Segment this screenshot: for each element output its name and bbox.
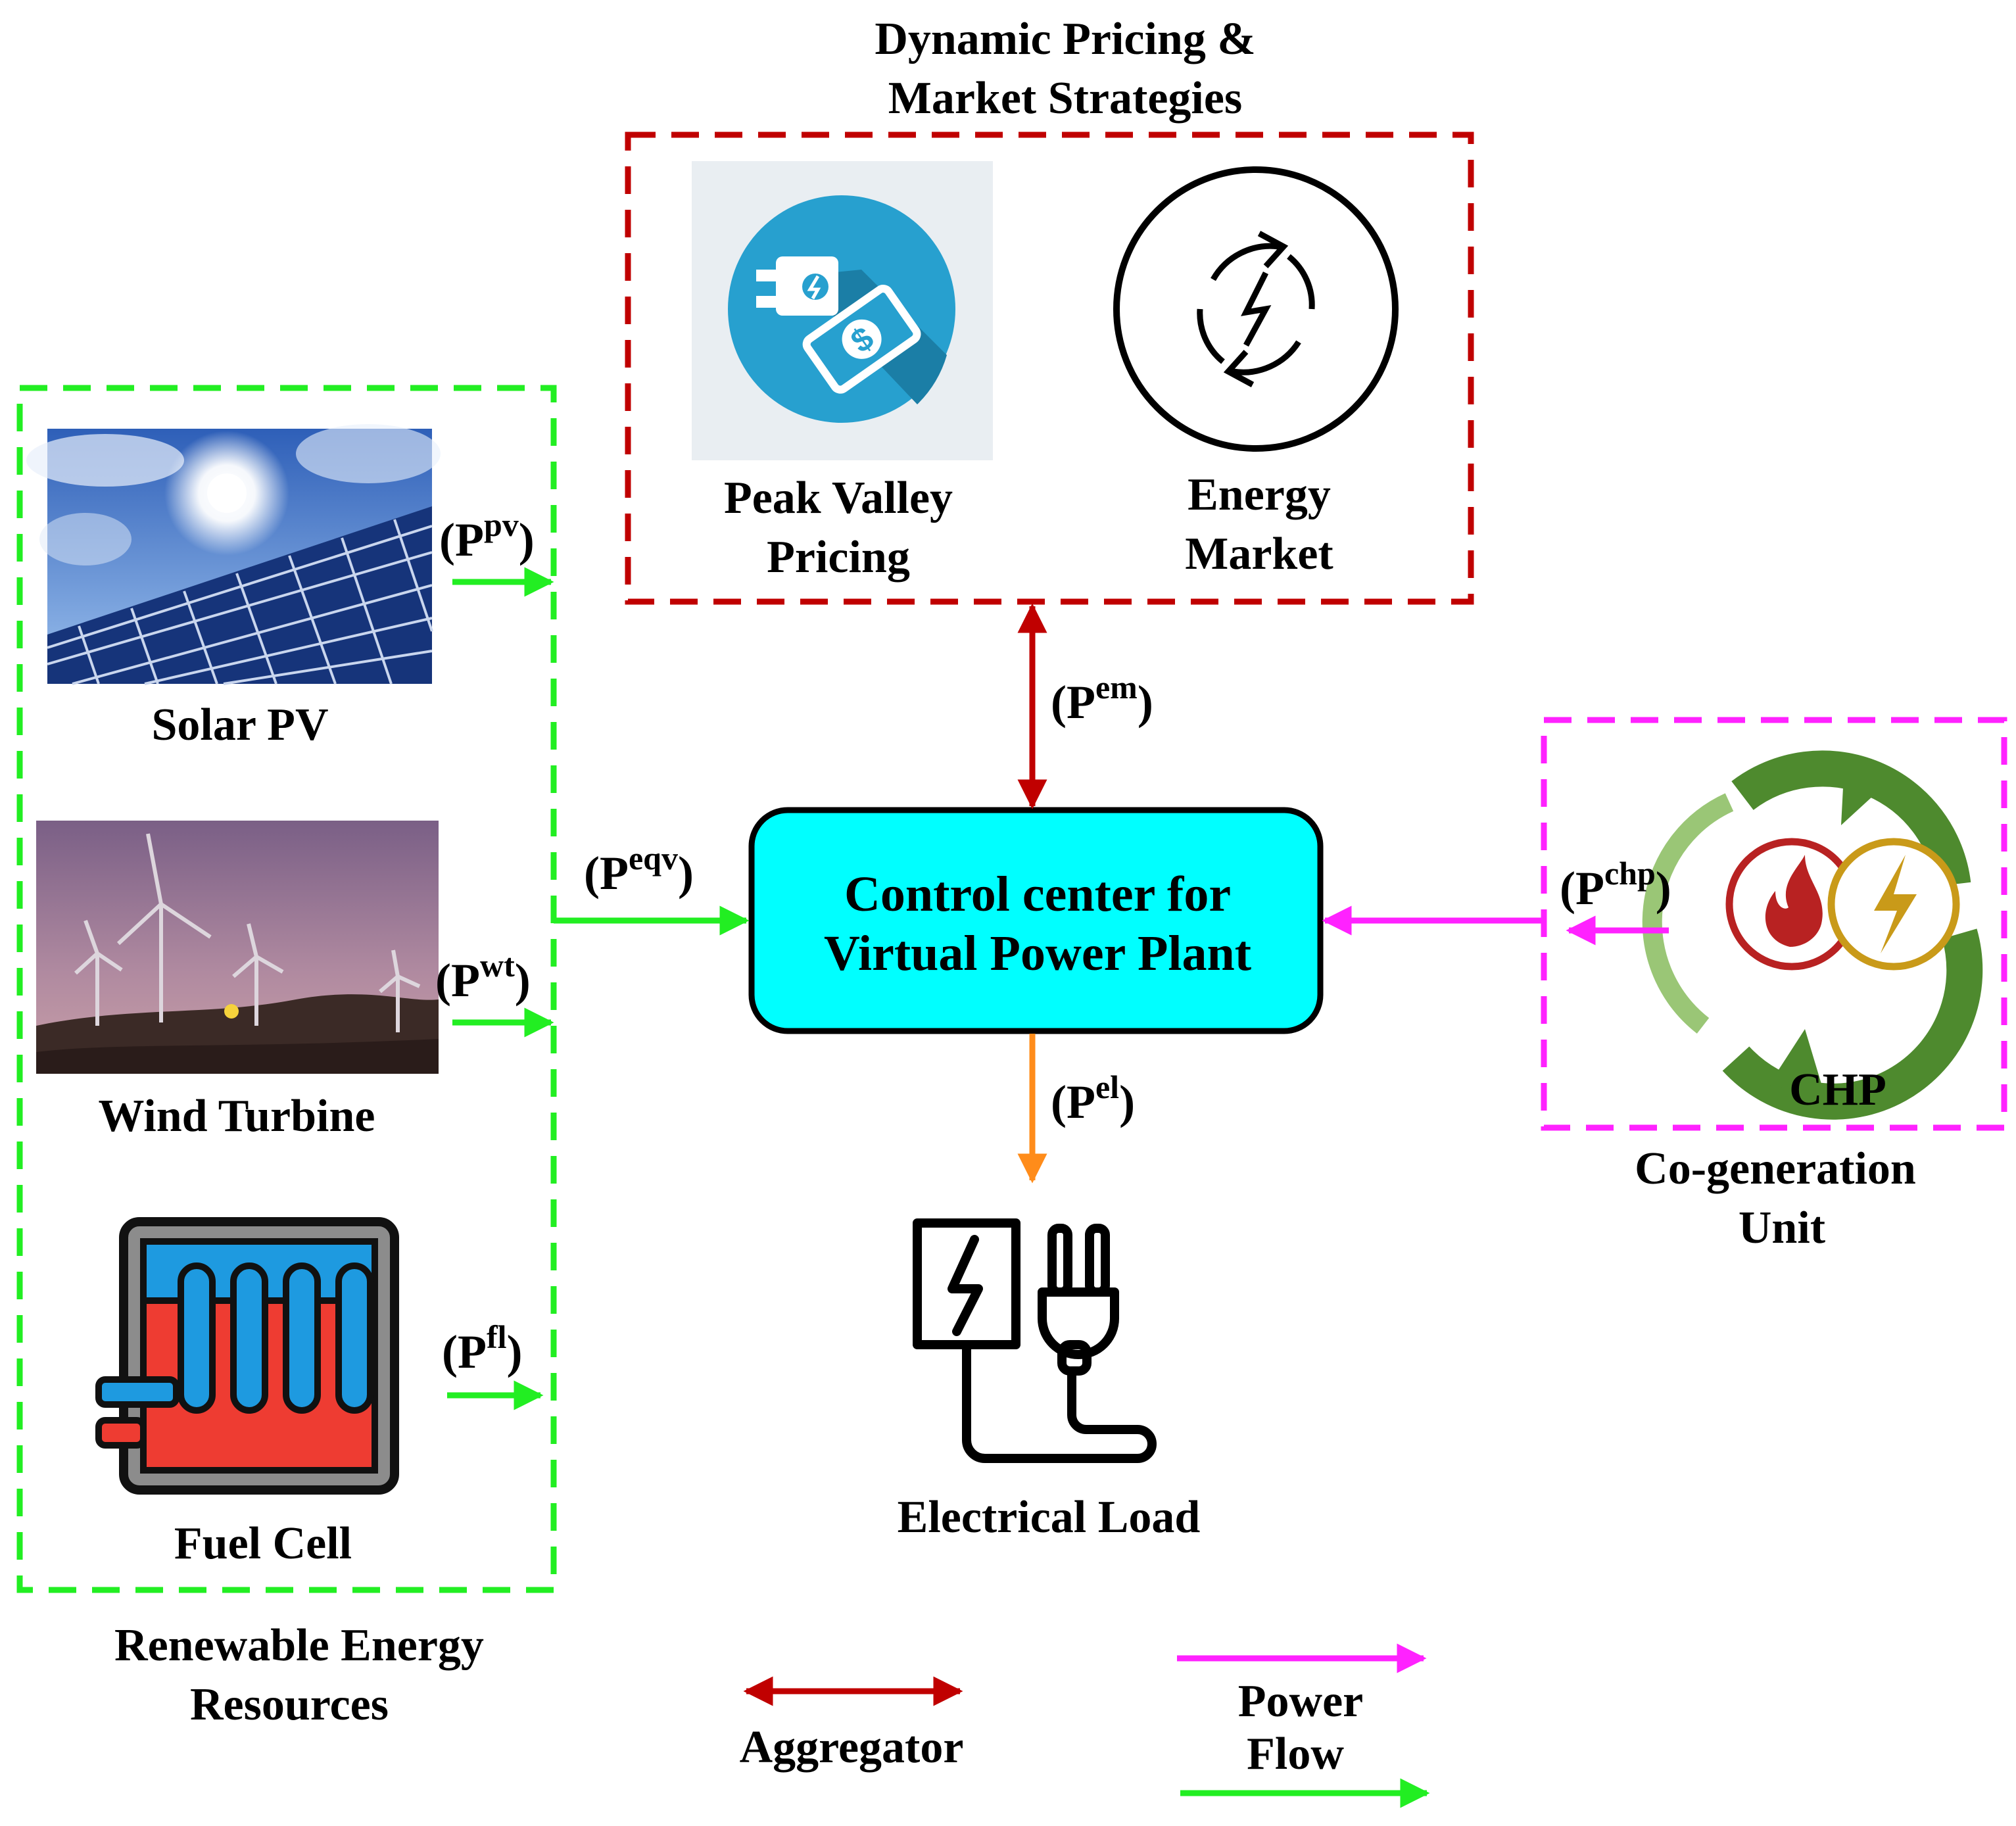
legend-power-label-1: Power — [1238, 1676, 1363, 1727]
legend-power-label-2: Flow — [1247, 1729, 1344, 1779]
legend-aggregator-label: Aggregator — [740, 1722, 964, 1773]
energy-market-label-2: Market — [1185, 529, 1333, 579]
dynamic-group-title-2: Market Strategies — [888, 73, 1242, 124]
flow-label-em: (Pem) — [1051, 669, 1153, 729]
chp-label: CHP — [1789, 1065, 1886, 1115]
flow-label-fl: (Pfl) — [442, 1318, 523, 1378]
cogen-group-box — [1541, 717, 2007, 1131]
wind-turbine-label: Wind Turbine — [99, 1091, 375, 1141]
fuel-cell-icon — [95, 1217, 399, 1495]
chp-icon — [1642, 750, 1983, 1120]
wind-turbine-icon — [36, 821, 439, 1074]
solar-pv-icon — [26, 424, 441, 685]
electrical-load-label: Electrical Load — [898, 1492, 1201, 1543]
control-center-label-1: Control center for — [844, 867, 1231, 922]
energy-market-label-1: Energy — [1188, 469, 1331, 520]
flow-label-el: (Pel) — [1051, 1069, 1135, 1128]
renewable-group-title-1: Renewable Energy — [114, 1620, 484, 1671]
flow-label-chp: (Pchp) — [1560, 855, 1671, 915]
dynamic-group-title-1: Dynamic Pricing & — [875, 14, 1255, 64]
fuel-cell-label: Fuel Cell — [174, 1518, 352, 1569]
flow-label-eqv: (Peqv) — [584, 840, 694, 900]
renewable-group-title-2: Resources — [190, 1679, 389, 1730]
solar-pv-label: Solar PV — [152, 700, 329, 750]
control-center-box — [748, 807, 1324, 1034]
flow-label-pv: (Ppv) — [439, 506, 535, 566]
cogen-group-title-1: Co-generation — [1635, 1143, 1916, 1194]
control-center-label-2: Virtual Power Plant — [824, 926, 1251, 981]
electrical-load-icon — [913, 1218, 1157, 1463]
renewable-group-box — [16, 385, 557, 1593]
peak-valley-label-1: Peak Valley — [724, 473, 953, 523]
cogen-group-title-2: Unit — [1739, 1203, 1825, 1253]
peak-valley-label-2: Pricing — [767, 532, 910, 583]
peak-valley-pricing-icon: $ — [692, 161, 993, 460]
energy-market-icon — [1113, 166, 1399, 452]
flow-label-wt: (Pwt) — [435, 947, 531, 1007]
